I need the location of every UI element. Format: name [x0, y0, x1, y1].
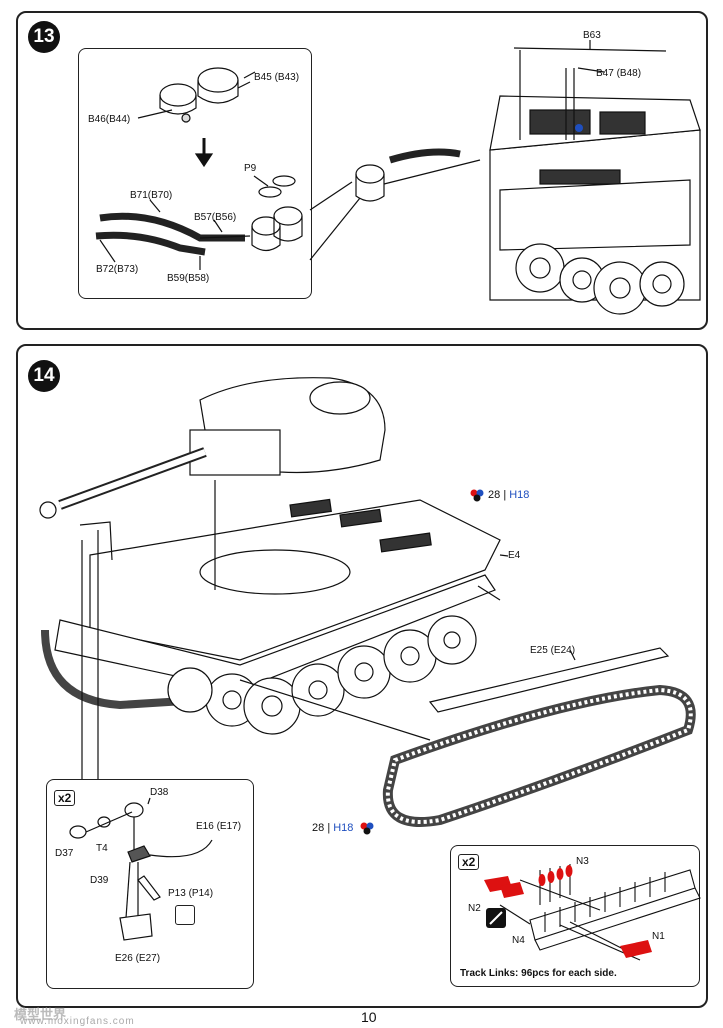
page-number: 10: [361, 1009, 377, 1025]
label-b59: B59(B58): [167, 273, 210, 284]
subassembly-multiplier: x2: [54, 790, 76, 806]
tool-icon: [175, 905, 195, 925]
label-e16: E16 (E17): [196, 821, 242, 832]
track-links-multiplier: x2: [458, 854, 480, 870]
paint-callout-bottom: 28 | H18: [312, 823, 353, 834]
label-b72: B72(B73): [96, 264, 139, 275]
watermark-url: www.moxingfans.com: [20, 1016, 135, 1027]
step-13-detail-box: [78, 48, 312, 299]
paint-ref-bottom: H18: [333, 822, 354, 834]
label-b46: B46(B44): [88, 114, 131, 125]
watermark-logo: 模型世界: [14, 1007, 67, 1022]
label-n1: N1: [652, 931, 665, 942]
label-d39: D39: [90, 875, 109, 886]
label-t4: T4: [96, 843, 108, 854]
label-b57: B57(B56): [194, 212, 237, 223]
step-14-badge: 14: [28, 360, 60, 392]
label-e4: E4: [508, 550, 521, 561]
label-b63: B63: [583, 30, 601, 41]
step-13-badge: 13: [28, 21, 60, 53]
label-n4: N4: [512, 935, 525, 946]
paint-ref-top: H18: [509, 489, 530, 501]
label-d37: D37: [55, 848, 74, 859]
label-p9: P9: [244, 163, 257, 174]
label-b47: B47 (B48): [596, 68, 642, 79]
label-b71: B71(B70): [130, 190, 173, 201]
label-e26: E26 (E27): [115, 953, 161, 964]
track-links-note: Track Links: 96pcs for each side.: [460, 968, 617, 979]
label-d38: D38: [150, 787, 169, 798]
paint-code-top: 28: [488, 489, 501, 501]
paint-sep-bottom: |: [327, 822, 331, 834]
label-p13: P13 (P14): [168, 888, 214, 899]
paint-callout-top: 28 | H18: [488, 490, 529, 501]
label-e25: E25 (E24): [530, 645, 576, 656]
label-b45: B45 (B43): [254, 72, 300, 83]
paint-sep-top: |: [503, 489, 507, 501]
label-n3: N3: [576, 856, 589, 867]
label-n2: N2: [468, 903, 481, 914]
paint-code-bottom: 28: [312, 822, 325, 834]
